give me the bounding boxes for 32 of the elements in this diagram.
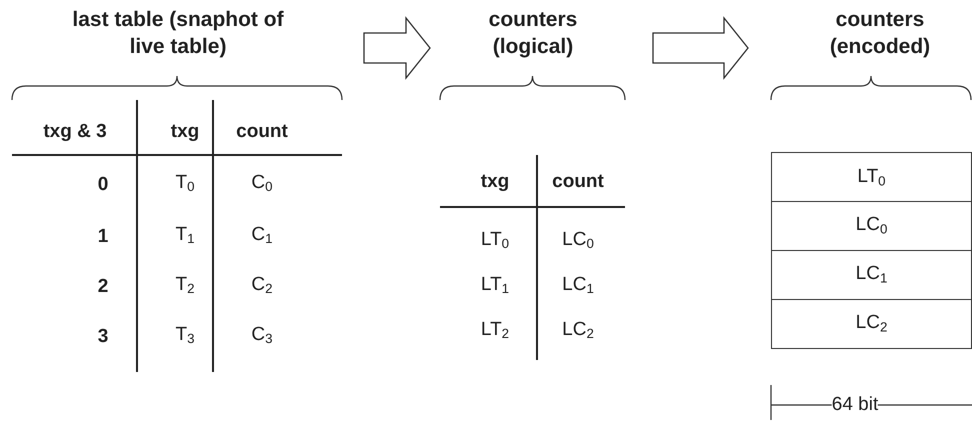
column-header: txg & 3 xyxy=(43,121,107,143)
column-heading: counters (logical) xyxy=(488,7,578,60)
table-cell-text: LT$_{2}$ xyxy=(480,318,510,344)
table-cell-text: C$_{3}$ xyxy=(251,324,273,348)
memory-word-box: LC$_{2}$ xyxy=(771,299,972,349)
column-header: txg xyxy=(480,171,510,193)
table-cell-text: LC$_{2}$ xyxy=(562,318,594,344)
table-cell-text: LC$_{0}$ xyxy=(562,228,594,254)
column-header: count xyxy=(236,121,288,143)
table-cell-text: T$_{2}$ xyxy=(176,274,194,298)
table-cell-text: T$_{0}$ xyxy=(176,172,194,196)
column-header: count xyxy=(552,171,604,193)
table-cell-text: C$_{1}$ xyxy=(251,224,273,248)
column-heading: counters (encoded) xyxy=(828,7,932,60)
block-arrow xyxy=(652,16,749,80)
table-cell-text: LT$_{0}$ xyxy=(480,228,510,254)
memory-word-box: LC$_{1}$ xyxy=(771,250,972,300)
table-cell-text: C$_{0}$ xyxy=(251,172,273,196)
table-cell-text: 3 xyxy=(98,326,108,348)
column-heading: last table (snaphot of live table) xyxy=(71,7,285,60)
table-cell-text: 1 xyxy=(98,226,108,248)
table-cell-text: LC$_{1}$ xyxy=(562,274,594,298)
column-header: txg xyxy=(170,121,200,143)
block-arrow xyxy=(363,16,431,80)
table-cell-text: 2 xyxy=(98,276,108,298)
table-cell-text: T$_{1}$ xyxy=(176,224,194,248)
table-cell-text: C$_{2}$ xyxy=(251,274,273,298)
memory-word-box: LC$_{0}$ xyxy=(771,201,972,251)
table-cell-text: T$_{3}$ xyxy=(176,324,194,348)
memory-word-box: LT$_{0}$ xyxy=(771,152,972,202)
table-cell-text: 0 xyxy=(98,174,108,196)
table-cell-text: LT$_{1}$ xyxy=(480,274,510,298)
